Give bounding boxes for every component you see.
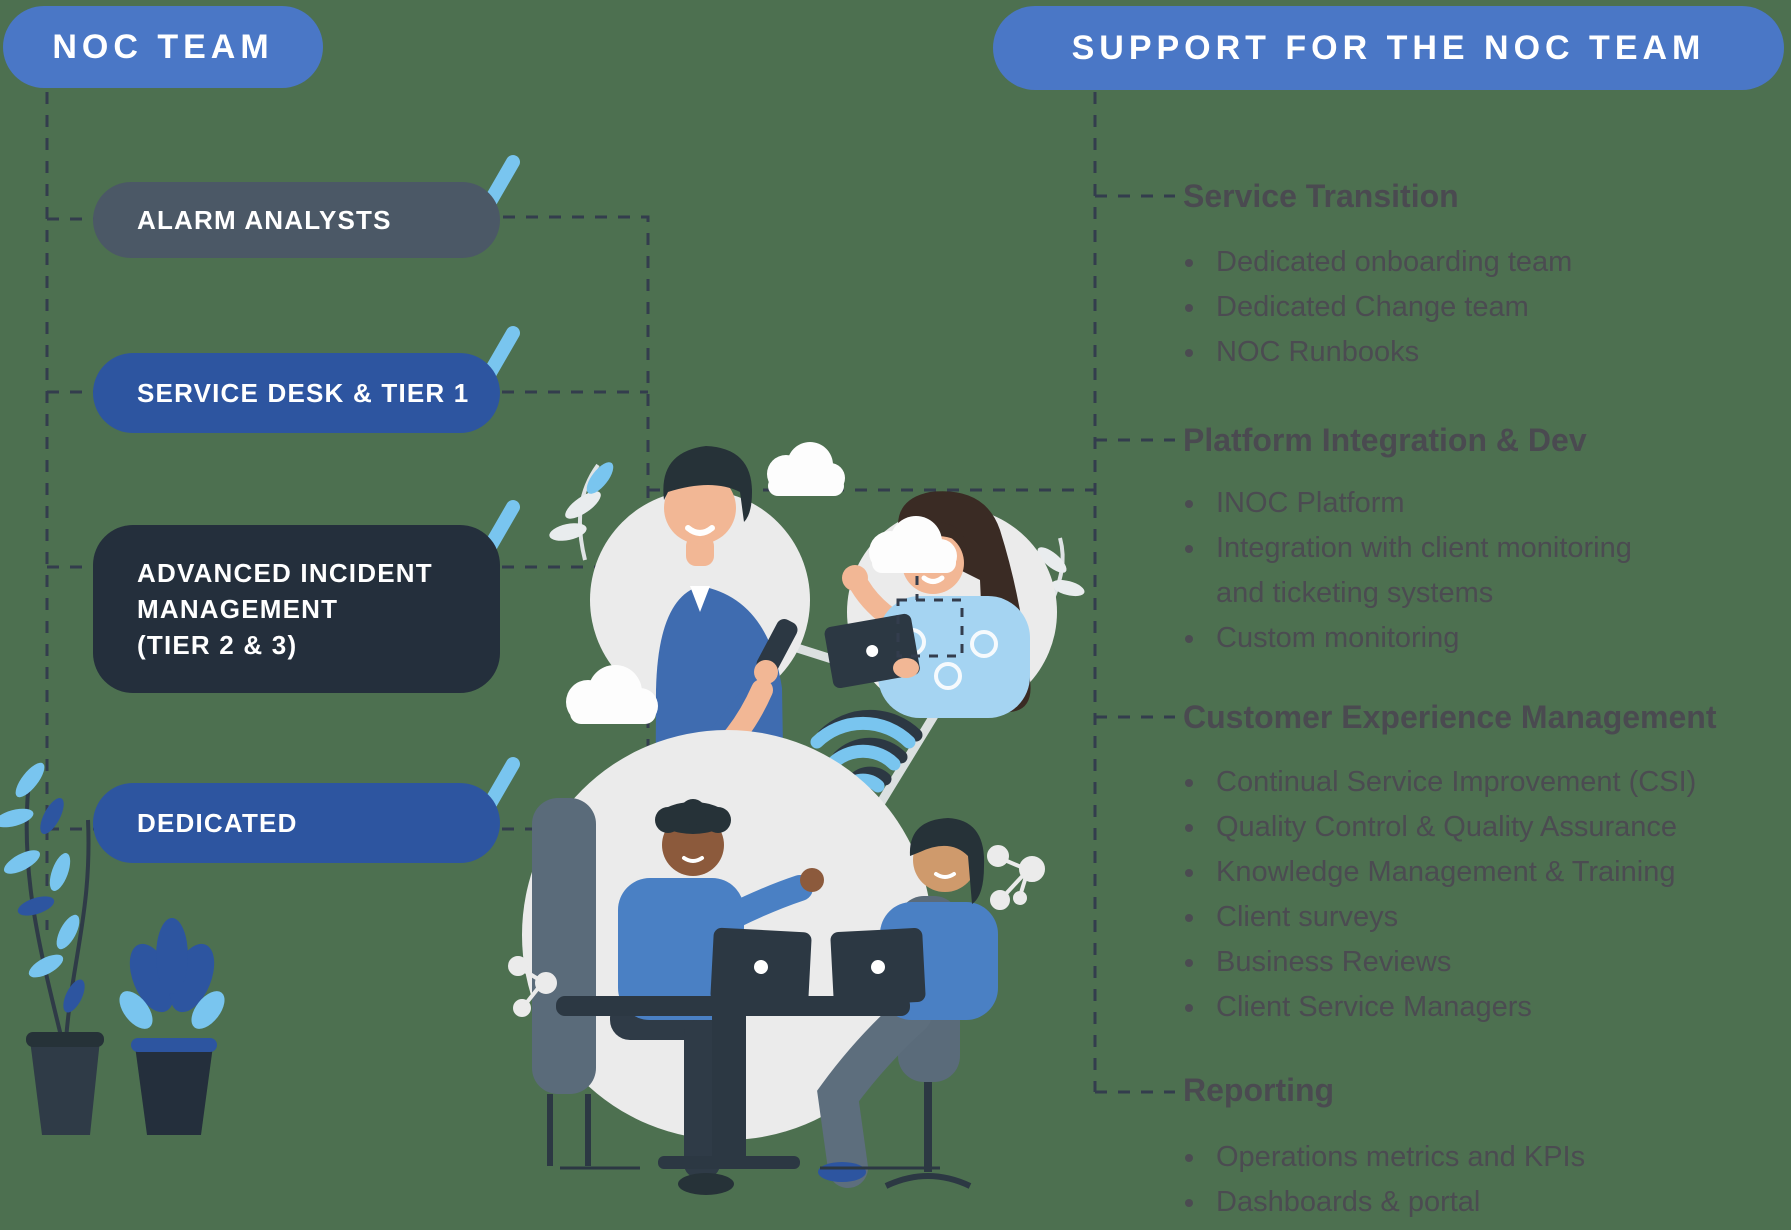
pill-advanced-incident-management: ADVANCED INCIDENT MANAGEMENT (TIER 2 & 3…	[93, 525, 500, 693]
section-title: Reporting	[1183, 1072, 1335, 1108]
scan-frame-decoration	[896, 576, 964, 658]
tall-plant-illustration	[0, 762, 104, 1135]
section-service-transition-list: Dedicated onboarding team Dedicated Chan…	[1183, 240, 1743, 375]
molecule-decoration	[508, 845, 1045, 1017]
support-header-pill: SUPPORT FOR THE NOC TEAM	[993, 6, 1784, 90]
list-item: Knowledge Management & Training	[1183, 850, 1791, 895]
list-item: Dashboards & portal	[1183, 1180, 1743, 1225]
list-item: Client Service Managers	[1183, 985, 1791, 1030]
list-item: NOC Runbooks	[1183, 330, 1743, 375]
network-lines	[695, 643, 939, 843]
pill-label: ALARM ANALYSTS	[137, 205, 392, 235]
section-platform-integration-list: INOC Platform Integration with client mo…	[1183, 481, 1683, 661]
section-customer-experience-list: Continual Service Improvement (CSI) Qual…	[1183, 760, 1791, 1030]
small-plant-illustration	[119, 918, 225, 1135]
list-item: Custom monitoring	[1183, 616, 1683, 661]
list-item: Client surveys	[1183, 895, 1791, 940]
section-reporting-list: Operations metrics and KPIs Dashboards &…	[1183, 1135, 1743, 1225]
list-item: Continual Service Improvement (CSI)	[1183, 760, 1791, 805]
list-item: Dedicated Change team	[1183, 285, 1743, 330]
support-header-label: SUPPORT FOR THE NOC TEAM	[1071, 28, 1706, 67]
section-title: Platform Integration & Dev	[1183, 422, 1587, 458]
section-platform-integration: Platform Integration & Dev	[1183, 420, 1587, 460]
list-item: INOC Platform	[1183, 481, 1683, 526]
woman-with-laptop-illustration	[824, 491, 1057, 718]
leaf-decoration-right	[1037, 537, 1085, 611]
pill-label: ADVANCED INCIDENT MANAGEMENT (TIER 2 & 3…	[137, 558, 433, 660]
pill-label: SERVICE DESK & TIER 1	[137, 378, 470, 408]
noc-team-header-label: NOC TEAM	[52, 27, 274, 66]
cloud-icon	[566, 442, 957, 724]
pill-dedicated: DEDICATED	[93, 783, 500, 863]
list-item: Integration with client monitoring and t…	[1183, 526, 1683, 616]
section-customer-experience: Customer Experience Management	[1183, 697, 1717, 737]
pill-service-desk-tier-1: SERVICE DESK & TIER 1	[93, 353, 500, 433]
man-with-phone-illustration	[590, 446, 810, 935]
leaf-decoration-left	[549, 462, 614, 561]
list-item: Operations metrics and KPIs	[1183, 1135, 1743, 1180]
middle-vertical-connector	[503, 215, 650, 845]
section-service-transition: Service Transition	[1183, 176, 1459, 216]
section-reporting: Reporting	[1183, 1070, 1334, 1110]
list-item: Business Reviews	[1183, 940, 1791, 985]
pill-alarm-analysts: ALARM ANALYSTS	[93, 182, 500, 258]
list-item: Dedicated onboarding team	[1183, 240, 1743, 285]
team-at-table-illustration	[522, 730, 998, 1195]
list-item: Quality Control & Quality Assurance	[1183, 805, 1791, 850]
checkmark-icons	[431, 155, 520, 854]
section-title: Customer Experience Management	[1183, 699, 1717, 735]
wifi-icon	[810, 709, 923, 810]
section-title: Service Transition	[1183, 178, 1459, 214]
noc-team-header-pill: NOC TEAM	[3, 6, 323, 88]
pill-label: DEDICATED	[137, 808, 298, 838]
